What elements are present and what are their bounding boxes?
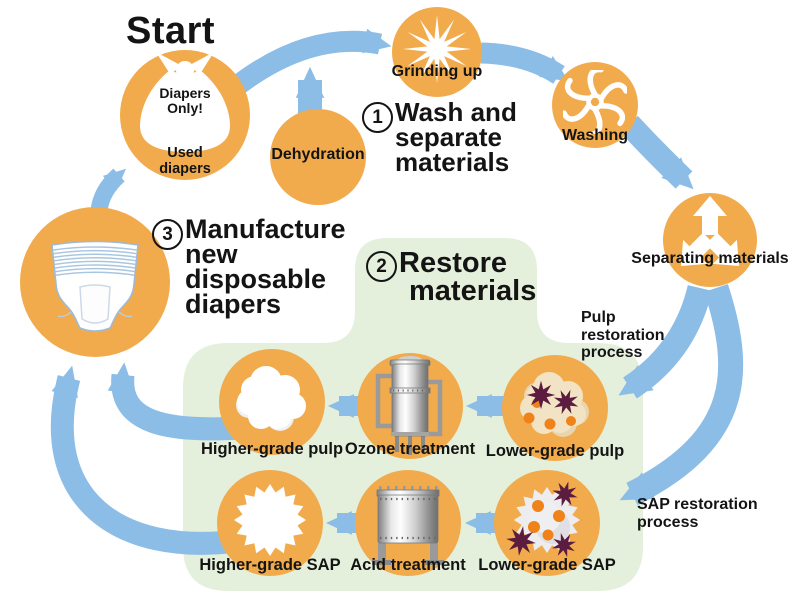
step3-line1: Manufacture [185, 214, 346, 244]
arrow-separating-to-lower-sap [619, 284, 744, 506]
water-swirl-icon [563, 70, 627, 134]
treatment-tank-icon [375, 356, 443, 455]
ozone-label: Ozone treatment [344, 440, 476, 458]
node-ozone [357, 353, 463, 459]
node-lower-pulp [502, 355, 608, 461]
step2-number-icon: 2 [366, 251, 397, 282]
step3-line2: new [185, 239, 238, 269]
lower-sap-label: Lower-grade SAP [478, 556, 616, 574]
contaminated-starburst-icon [504, 478, 581, 562]
used-diapers-label: Used diapers [159, 145, 211, 177]
sap-restoration-annotation: SAP restoration process [637, 496, 758, 531]
step2-line1: Restore [399, 247, 507, 279]
white-cloud-icon [236, 366, 306, 431]
node-higher-sap [217, 470, 323, 576]
acid-label: Acid treatment [350, 556, 466, 574]
step1-line2: separate [395, 122, 502, 152]
bag-text: Diapers Only! [159, 85, 211, 116]
higher-sap-label: Higher-grade SAP [199, 556, 341, 574]
flower-burst-icon [403, 15, 471, 83]
arrow-diaper-to-used [90, 168, 127, 213]
node-used-diapers: Diapers Only! Used diapers [120, 50, 250, 180]
washing-label: Washing [561, 127, 629, 144]
white-starburst-icon [234, 484, 306, 556]
arrow-higher-sap-to-diaper [50, 365, 239, 555]
pulp-restoration-annotation: Pulp restoration process [581, 309, 665, 362]
step1-line3: materials [395, 147, 510, 177]
dehydration-label: Dehydration [271, 146, 365, 163]
node-dehydration [270, 109, 366, 205]
grinding-label: Grinding up [391, 63, 483, 80]
arrow-washing-to-separating [620, 115, 694, 190]
step1-number-icon: 1 [362, 102, 393, 133]
contaminated-cloud-icon [520, 372, 589, 437]
step3-number-icon: 3 [152, 219, 183, 250]
trash-bag-icon [140, 52, 230, 152]
arrow-separating-to-lower-pulp [618, 284, 713, 399]
treatment-tank-icon [372, 486, 444, 565]
step1-line1: Wash and [395, 97, 517, 127]
lower-pulp-label: Lower-grade pulp [485, 442, 625, 460]
node-lower-sap [494, 470, 600, 576]
diaper-icon [51, 240, 139, 332]
node-grinding [392, 7, 482, 97]
higher-pulp-label: Higher-grade pulp [200, 440, 344, 458]
arrow-grinding-to-washing [480, 42, 569, 84]
arrow-higher-pulp-to-diaper [107, 362, 243, 441]
step3-heading: 3 Manufacture new disposable diapers [152, 214, 346, 319]
node-higher-pulp [219, 349, 325, 455]
separating-label: Separating materials [631, 250, 789, 267]
arrow-used-to-grinding [226, 28, 392, 98]
step1-heading: 1 Wash and separate materials [362, 97, 517, 177]
step3-line4: diapers [185, 289, 282, 319]
node-washing [552, 62, 638, 148]
node-new-diapers [20, 207, 170, 357]
node-separating [663, 193, 757, 287]
start-label: Start [126, 10, 216, 52]
step3-line3: disposable [185, 264, 327, 294]
node-acid [355, 470, 461, 576]
step2-heading: 2 Restore materials [366, 247, 537, 307]
step2-line2: materials [409, 275, 537, 307]
